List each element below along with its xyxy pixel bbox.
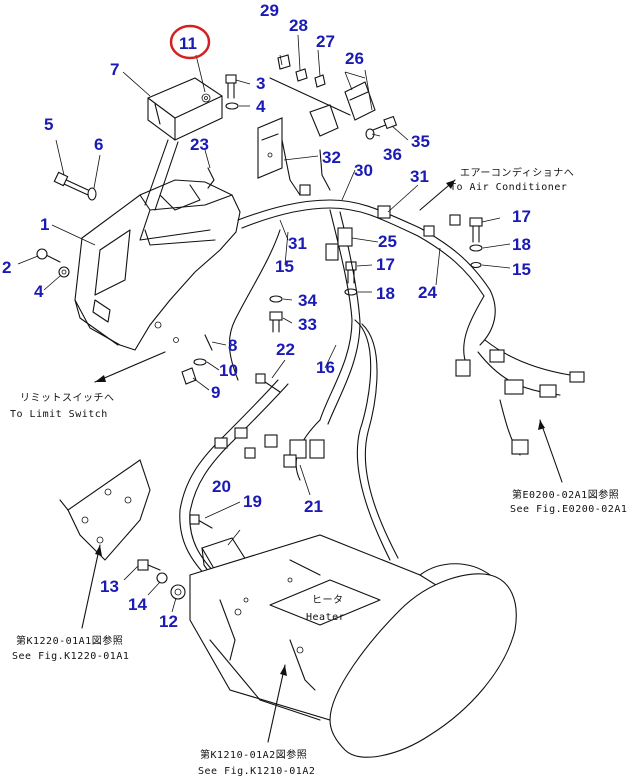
- part-number-label[interactable]: 1: [40, 215, 49, 234]
- part-number-label[interactable]: 3: [256, 74, 265, 93]
- part-number-label[interactable]: 26: [345, 49, 364, 68]
- note-e0200-en: See Fig.E0200-02A1: [510, 504, 627, 515]
- part-number-label[interactable]: 4: [256, 97, 266, 116]
- note-limit-jp: リミットスイッチへ: [20, 392, 115, 404]
- part-number-label[interactable]: 27: [316, 32, 335, 51]
- part-number-label[interactable]: 10: [219, 361, 238, 380]
- part-number-label[interactable]: 16: [316, 358, 335, 377]
- part-number-label[interactable]: 21: [304, 497, 323, 516]
- part-number-label[interactable]: 22: [276, 340, 295, 359]
- part-number-label[interactable]: 34: [298, 291, 317, 310]
- part-number-label[interactable]: 25: [378, 232, 397, 251]
- reference-notes: エアーコンディショナへ To Air Conditioner リミットスイッチへ…: [10, 166, 627, 777]
- part-number-label[interactable]: 8: [228, 336, 237, 355]
- note-k1210-en: See Fig.K1210-01A2: [198, 766, 315, 777]
- part-number-label[interactable]: 31: [410, 167, 429, 186]
- note-aircon-jp: エアーコンディショナへ: [460, 166, 574, 179]
- part-number-label[interactable]: 29: [260, 1, 279, 20]
- part-number-label[interactable]: 7: [110, 60, 119, 79]
- part-number-label[interactable]: 35: [411, 132, 430, 151]
- part-number-label[interactable]: 17: [512, 207, 531, 226]
- part-number-label[interactable]: 18: [512, 235, 531, 254]
- part-number-label[interactable]: 9: [211, 383, 220, 402]
- lower-bracket: [59, 459, 151, 561]
- part-number-label[interactable]: 6: [94, 135, 103, 154]
- part-number-label[interactable]: 2: [2, 258, 11, 277]
- note-aircon-en: To Air Conditioner: [450, 182, 567, 193]
- note-heater-jp: ヒータ: [312, 594, 344, 606]
- heater-unit: [189, 534, 517, 758]
- upper-bracket: [257, 54, 376, 179]
- part-number-label[interactable]: 4: [34, 282, 44, 301]
- part-number-label[interactable]: 14: [128, 595, 147, 614]
- note-e0200-jp: 第E0200-02A1図参照: [512, 488, 619, 501]
- part-number-label[interactable]: 5: [44, 115, 53, 134]
- highlight-circle: [169, 24, 211, 60]
- note-heater-en: Heater: [306, 612, 345, 623]
- controller-box: [144, 77, 223, 211]
- part-number-label[interactable]: 19: [243, 492, 262, 511]
- wire-harness: [179, 139, 585, 581]
- part-number-label[interactable]: 23: [190, 135, 209, 154]
- part-number-label[interactable]: 30: [354, 161, 373, 180]
- part-number-label[interactable]: 28: [289, 16, 308, 35]
- part-number-label[interactable]: 12: [159, 612, 178, 631]
- part-number-label[interactable]: 17: [376, 255, 395, 274]
- part-number-label[interactable]: 15: [512, 260, 531, 279]
- hardware: [36, 74, 483, 600]
- part-number-labels: 29 28 11 27 26 7 3 4 5 35 6 23 36 32 30 …: [2, 1, 531, 631]
- part-number-label[interactable]: 18: [376, 284, 395, 303]
- note-k1220-jp: 第K1220-01A1図参照: [16, 634, 123, 647]
- reference-arrows: [81, 179, 563, 743]
- note-k1210-jp: 第K1210-01A2図参照: [200, 748, 307, 761]
- leader-lines: [17, 34, 511, 613]
- part-number-label[interactable]: 20: [212, 477, 231, 496]
- note-k1220-en: See Fig.K1220-01A1: [12, 651, 129, 662]
- part-number-label[interactable]: 15: [275, 257, 294, 276]
- part-number-label[interactable]: 13: [100, 577, 119, 596]
- part-number-label[interactable]: 33: [298, 315, 317, 334]
- part-number-label[interactable]: 11: [179, 34, 197, 53]
- console-housing: [74, 179, 241, 351]
- part-number-label[interactable]: 24: [418, 283, 437, 302]
- part-number-label[interactable]: 36: [383, 145, 402, 164]
- part-number-label[interactable]: 31: [288, 234, 307, 253]
- note-limit-en: To Limit Switch: [10, 409, 108, 420]
- part-number-label[interactable]: 32: [322, 148, 341, 167]
